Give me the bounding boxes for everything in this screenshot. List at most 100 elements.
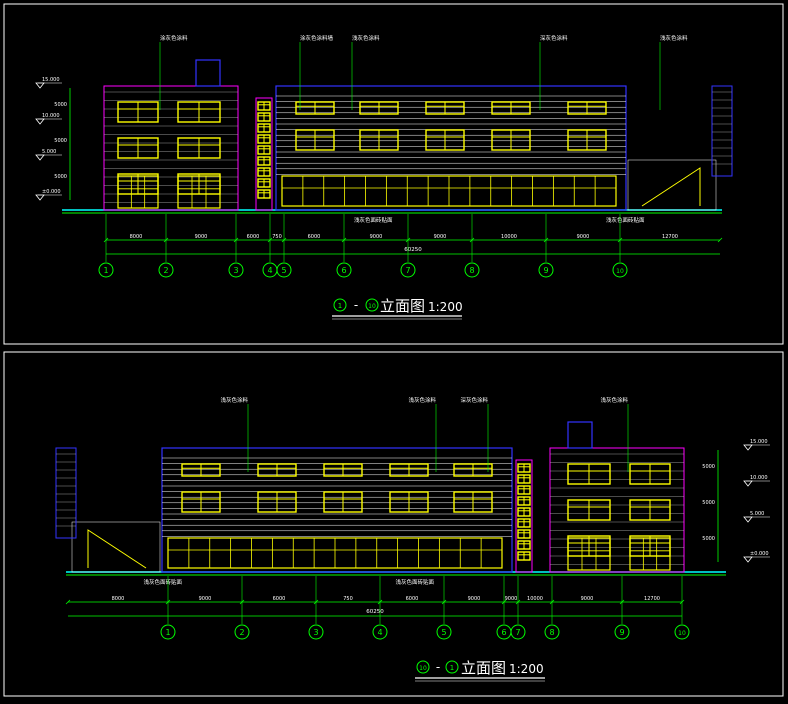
dimension-label: 9000 [195, 234, 208, 240]
side-dim-label: 5000 [54, 138, 67, 144]
level-mark-triangle [743, 444, 753, 451]
main-block-middle-window [567, 129, 607, 151]
callout-text: 浅灰色涂料 [352, 34, 380, 42]
dimension-tick [65, 599, 71, 605]
side-dim-label: 5000 [54, 174, 67, 180]
axis-bubble [400, 262, 416, 278]
stair-tower-window [517, 474, 531, 484]
bottom-title-axis-b-label: 1 [450, 664, 454, 672]
dimension-tick [717, 237, 723, 243]
ramp-slope [87, 529, 147, 569]
level-mark-label: 5.000 [42, 149, 56, 155]
callout-text: 深灰色涂料 [460, 396, 488, 404]
stair-block-ground-window [629, 537, 671, 571]
stair-block-window [567, 499, 611, 521]
side-dim-label: 5000 [702, 536, 715, 542]
axis-bubble [234, 624, 250, 640]
bottom-title-scale: 1:200 [509, 662, 544, 676]
axis-bubble [308, 624, 324, 640]
axis-bubble-label: 9 [619, 628, 624, 637]
stair-tower-window [517, 485, 531, 495]
axis-bubble-label: 6 [341, 266, 346, 275]
axis-bubble-label: 4 [377, 628, 382, 637]
bottom-frame [3, 351, 784, 697]
main-block-upper-window [567, 101, 607, 115]
top-frame [3, 3, 784, 345]
stair-tower-window [517, 518, 531, 528]
total-dimension-label: 60250 [404, 247, 422, 253]
stair-block-window [629, 499, 671, 521]
axis-bubble [158, 262, 174, 278]
stair-tower-window [517, 529, 531, 539]
main-block-upper-window [425, 101, 465, 115]
stair-block-outline [549, 447, 685, 573]
dimension-label: 9000 [581, 596, 594, 602]
axis-bubble [496, 624, 512, 640]
main-block-middle-window [491, 129, 531, 151]
dimension-label: 9000 [468, 596, 481, 602]
bottom-title: 10 - 1 立面图 1:200 [415, 659, 545, 682]
main-block-middle-window [359, 129, 399, 151]
main-block-middle-window [425, 129, 465, 151]
axis-bubble-label: 10 [616, 268, 624, 275]
level-mark: 10.000 [743, 475, 770, 487]
stair-tower-window [257, 156, 271, 166]
main-block-upper-window [323, 463, 363, 477]
stair-block-ground-window [567, 537, 611, 571]
level-mark: ±0.000 [743, 551, 770, 563]
level-mark-label: ±0.000 [42, 189, 61, 195]
main-block-middle-window [453, 491, 493, 513]
bottom-elevation: 15.00010.0005.000±0.000500050005000浅灰色涂料… [55, 396, 770, 640]
level-mark-triangle [35, 118, 45, 125]
level-mark-triangle [35, 82, 45, 89]
level-mark-label: 15.000 [42, 77, 60, 83]
dimension-label: 6000 [273, 596, 286, 602]
dimension-label: 6000 [406, 596, 419, 602]
axis-bubble-label: 10 [678, 630, 686, 637]
material-note: 浅灰色面砖贴面 [143, 578, 182, 586]
bottom-title-dash: - [436, 660, 440, 674]
main-block-middle-window [295, 129, 335, 151]
axis-bubble [436, 624, 452, 640]
ramp [71, 521, 161, 573]
top-title-axis-b [365, 298, 379, 312]
level-mark-triangle [35, 154, 45, 161]
stair-block-window [117, 137, 159, 159]
stair-tower-window [257, 178, 271, 188]
level-mark: 15.000 [743, 439, 770, 451]
main-block-outline [275, 85, 627, 211]
main-block-storefront [167, 537, 503, 569]
stair-tower [515, 459, 533, 573]
level-mark: 10.000 [35, 113, 62, 125]
end-block [711, 85, 733, 177]
level-mark-label: 5.000 [750, 511, 764, 517]
axis-bubble [228, 262, 244, 278]
stair-tower-window [257, 112, 271, 122]
ramp-frame [71, 521, 161, 573]
ramp-slope [641, 167, 701, 207]
stair-block-outline [103, 85, 239, 211]
stair-tower-window [517, 507, 531, 517]
main-block-upper-window [257, 463, 297, 477]
axis-bubble-label: 2 [239, 628, 244, 637]
bottom-title-text: 立面图 [461, 659, 506, 677]
level-mark-triangle [743, 480, 753, 487]
stair-tower-window [257, 123, 271, 133]
total-dimension-label: 60250 [366, 609, 384, 615]
main-block-middle-window [181, 491, 221, 513]
stair-tower-window [257, 145, 271, 155]
dimension-label: 10000 [501, 234, 517, 240]
axis-bubble-label: 5 [441, 628, 446, 637]
main-block-upper-window [181, 463, 221, 477]
main-block-middle-window [389, 491, 429, 513]
level-mark-label: 15.000 [750, 439, 768, 445]
stair-block-ground-window [177, 175, 221, 209]
level-mark: 5.000 [743, 511, 770, 523]
callout-text: 浅灰色涂料 [408, 396, 436, 404]
end-block [55, 447, 77, 539]
main-block-upper-window [491, 101, 531, 115]
dimension-label: 9000 [434, 234, 447, 240]
axis-bubble-label: 2 [163, 266, 168, 275]
axis-bubble [674, 624, 690, 640]
